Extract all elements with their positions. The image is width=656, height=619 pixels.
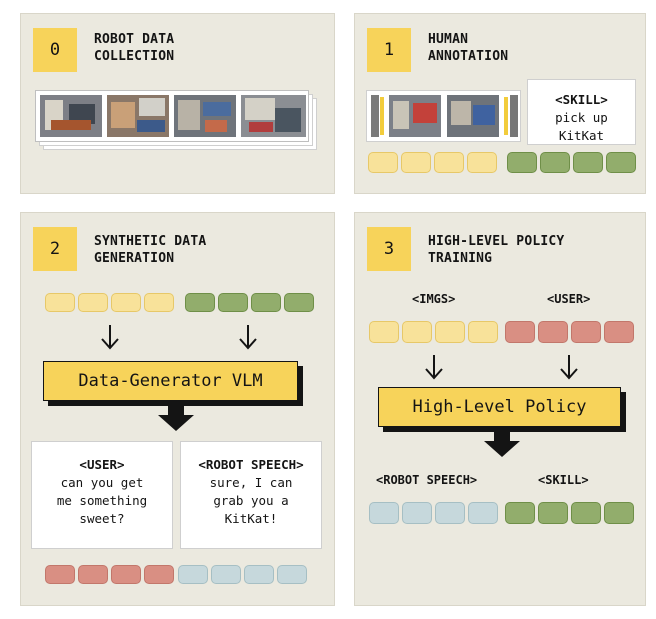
user-token [571,321,601,343]
user-token [144,565,174,584]
skill-token [604,502,634,524]
down-arrow-icon [425,355,443,380]
robot-speech-token [435,502,465,524]
image-token [45,293,75,312]
user-request-card: <USER> can you get me something sweet? [31,441,173,549]
panel-title: SYNTHETIC DATA GENERATION [94,234,207,266]
skill-token [507,152,537,173]
down-arrow-icon [560,355,578,380]
user-token [604,321,634,343]
image-token-row [368,152,497,173]
skill-token [185,293,215,312]
robot-speech-token [178,565,208,584]
imgs-input-label: <IMGS> [412,292,456,306]
user-input-label: <USER> [547,292,591,306]
robot-speech-token-row [178,565,307,584]
robot-speech-text: sure, I can grab you a KitKat! [209,475,293,526]
user-token-row [505,321,634,343]
skill-token [505,502,535,524]
user-token [505,321,535,343]
skill-token [540,152,570,173]
step-number-badge: 3 [367,227,411,271]
skill-text: pick up KitKat [555,110,608,143]
image-token [434,152,464,173]
user-token [78,565,108,584]
panel-high-level-policy-training: 3 HIGH-LEVEL POLICY TRAINING <IMGS> <USE… [354,212,646,606]
image-token [468,321,498,343]
skill-token [218,293,248,312]
user-token [111,565,141,584]
image-token [467,152,497,173]
robot-speech-output-label: <ROBOT SPEECH> [376,473,478,487]
down-arrow-icon [484,431,520,457]
skill-token [606,152,636,173]
user-text: can you get me something sweet? [56,475,148,526]
step-number-badge: 1 [367,28,411,72]
panel-human-annotation: 1 HUMAN ANNOTATION <SKILL> pick up KitKa… [354,13,646,194]
robot-speech-token [277,565,307,584]
robot-speech-tag: <ROBOT SPEECH> [198,457,304,472]
robot-speech-token [369,502,399,524]
robot-speech-card: <ROBOT SPEECH> sure, I can grab you a Ki… [180,441,322,549]
user-token-row [45,565,174,584]
image-token [401,152,431,173]
down-arrow-icon [158,405,194,431]
image-token-row [45,293,174,312]
robot-speech-token [211,565,241,584]
robot-camera-frames [35,90,309,142]
panel-title: HUMAN ANNOTATION [428,32,509,64]
step-number-badge: 0 [33,28,77,72]
skill-output-label: <SKILL> [538,473,589,487]
skill-token [251,293,281,312]
step-number-badge: 2 [33,227,77,271]
skill-token-row [507,152,636,173]
skill-token [573,152,603,173]
robot-speech-token [244,565,274,584]
panel-title: ROBOT DATA COLLECTION [94,32,175,64]
skill-token [571,502,601,524]
image-token [111,293,141,312]
skill-annotation-card: <SKILL> pick up KitKat [527,79,636,145]
skill-token-row [505,502,634,524]
image-token [435,321,465,343]
image-token [144,293,174,312]
image-token [78,293,108,312]
panel-synthetic-data-generation: 2 SYNTHETIC DATA GENERATION Data-Generat… [20,212,335,606]
skill-token [538,502,568,524]
high-level-policy-box: High-Level Policy [378,387,621,427]
image-token [369,321,399,343]
panel-robot-data-collection: 0 ROBOT DATA COLLECTION [20,13,335,194]
panel-title: HIGH-LEVEL POLICY TRAINING [428,234,565,266]
annotated-frame-strip [366,90,521,142]
user-token [45,565,75,584]
image-token [368,152,398,173]
user-token [538,321,568,343]
down-arrow-icon [101,325,119,350]
robot-speech-token [468,502,498,524]
user-tag: <USER> [79,457,125,472]
image-token-row [369,321,498,343]
skill-tag: <SKILL> [555,92,608,107]
skill-token-row [185,293,314,312]
skill-token [284,293,314,312]
down-arrow-icon [239,325,257,350]
image-token [402,321,432,343]
robot-speech-token-row [369,502,498,524]
data-generator-vlm-box: Data-Generator VLM [43,361,298,401]
robot-speech-token [402,502,432,524]
